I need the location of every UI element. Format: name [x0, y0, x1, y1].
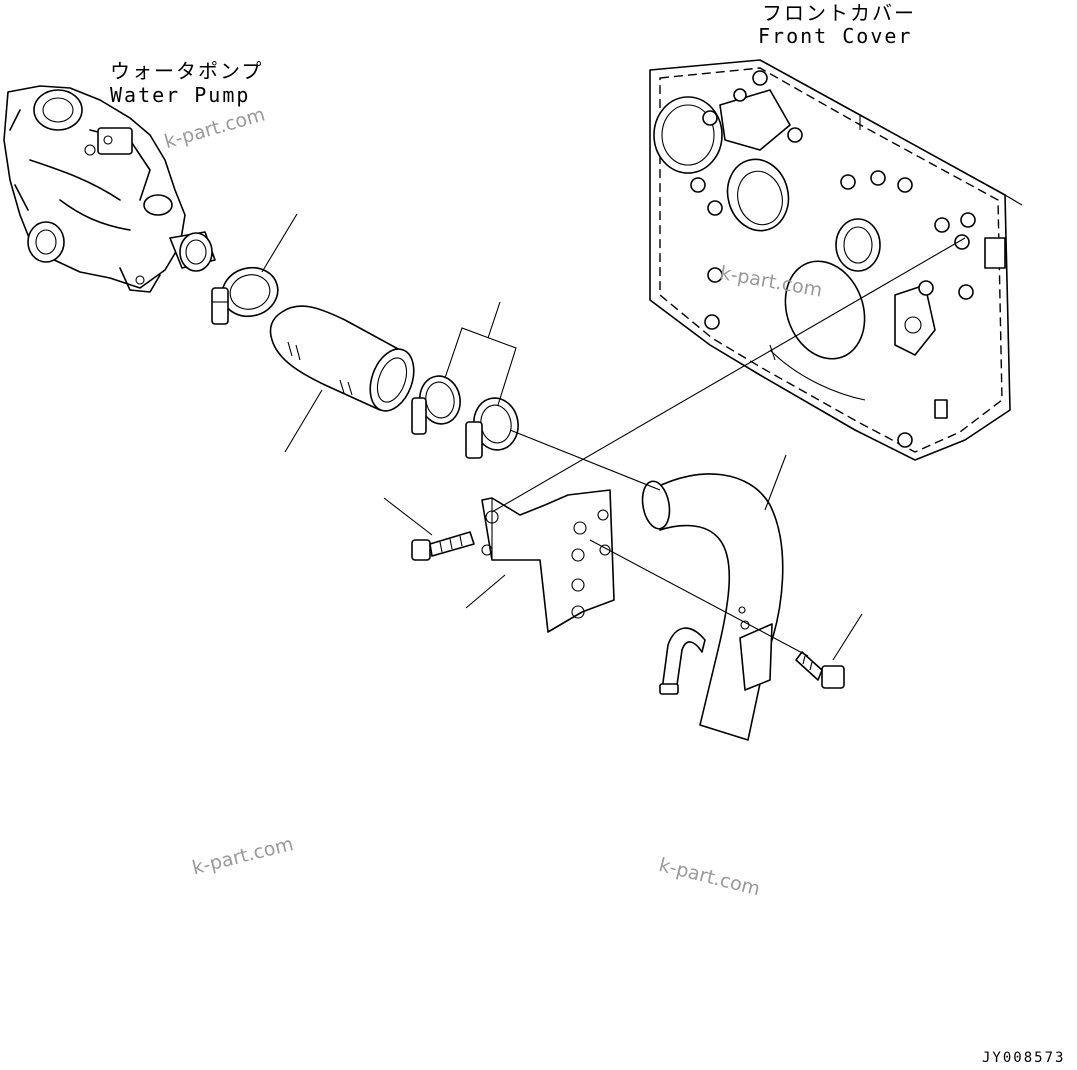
leader-line: [261, 213, 298, 273]
assembly-lines: [491, 237, 966, 657]
bracket[interactable]: [481, 489, 615, 633]
leader-line: [284, 389, 323, 453]
leader-line: [832, 613, 863, 661]
hose-clamp-3[interactable]: [465, 395, 522, 459]
drawing-code: JY008573: [982, 1050, 1066, 1066]
leader-line: [383, 497, 433, 536]
water-tube[interactable]: [639, 473, 784, 741]
leader-bracket: [444, 327, 517, 406]
front-cover[interactable]: [649, 59, 1023, 461]
hose-clamp-1[interactable]: [211, 262, 283, 325]
water-pump-label-en: Water Pump: [110, 83, 251, 107]
straight-hose[interactable]: [269, 305, 421, 417]
leader-line: [487, 301, 501, 339]
leader-line: [465, 574, 506, 609]
front-cover-label-en: Front Cover: [758, 24, 913, 48]
hose-clamp-2[interactable]: [411, 373, 464, 435]
front-cover-label-jp: フロントカバー: [762, 1, 916, 25]
water-pump[interactable]: [3, 85, 216, 293]
bolt-left[interactable]: [411, 531, 475, 561]
leader-line: [764, 454, 787, 511]
water-pump-label-jp: ウォータポンプ: [110, 59, 264, 83]
bolt-right[interactable]: [795, 651, 845, 689]
